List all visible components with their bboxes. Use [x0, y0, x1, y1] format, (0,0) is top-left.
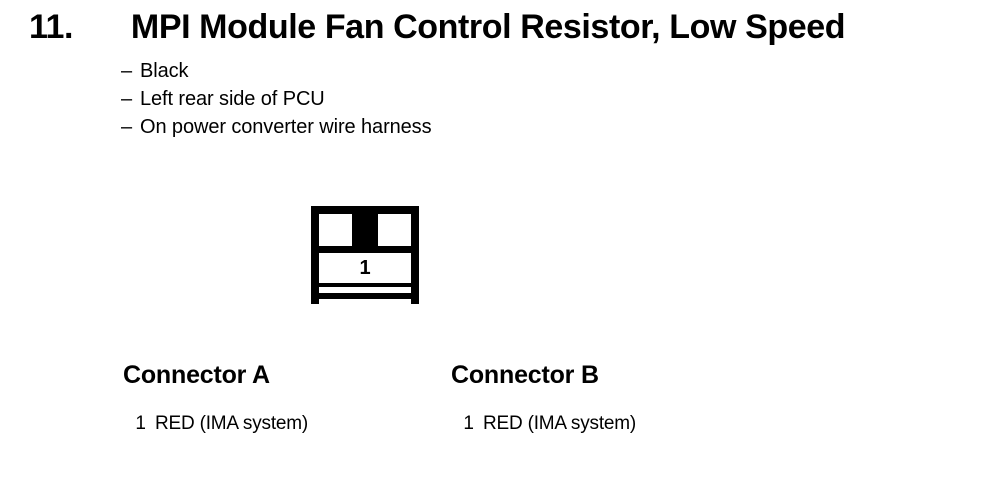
list-item-label: Left rear side of PCU	[140, 88, 325, 110]
pin-number: 1	[135, 413, 146, 434]
connector-notch-right	[378, 214, 411, 246]
pin-number: 1	[463, 413, 474, 434]
connector-body-window: 1	[319, 253, 411, 283]
connector-b-pin-list: 1 RED (IMA system)	[451, 413, 636, 437]
pin-description: RED (IMA system)	[483, 413, 637, 434]
connector-a-pin-list: 1 RED (IMA system)	[123, 413, 308, 437]
connector-b-block: Connector B 1 RED (IMA system)	[451, 361, 636, 437]
description-list: – Black – Left rear side of PCU – On pow…	[121, 60, 432, 144]
section-number: 11.	[29, 8, 73, 46]
connector-top-notches	[311, 206, 419, 246]
dash-icon: –	[121, 88, 133, 110]
list-item-label: Black	[140, 60, 189, 82]
dash-icon: –	[121, 60, 133, 82]
table-row: 1 RED (IMA system)	[451, 413, 636, 437]
dash-icon: –	[121, 116, 133, 138]
connector-symbol-icon: 1	[311, 206, 419, 305]
page-title: 11. MPI Module Fan Control Resistor, Low…	[29, 8, 846, 47]
list-item: – On power converter wire harness	[121, 116, 432, 144]
list-item: – Left rear side of PCU	[121, 88, 431, 116]
table-row: 1 RED (IMA system)	[123, 413, 308, 437]
connector-b-heading: Connector B	[451, 361, 599, 389]
connector-pin-number: 1	[359, 257, 371, 279]
connector-a-heading: Connector A	[123, 361, 270, 389]
connector-notch-left	[319, 214, 352, 246]
connector-stripe-lower	[319, 299, 411, 305]
list-item: – Black	[121, 60, 431, 88]
connector-stripe-upper	[319, 287, 411, 293]
pin-description: RED (IMA system)	[155, 413, 309, 434]
section-title: MPI Module Fan Control Resistor, Low Spe…	[130, 8, 846, 46]
connector-a-block: Connector A 1 RED (IMA system)	[123, 361, 308, 437]
list-item-label: On power converter wire harness	[140, 116, 432, 138]
